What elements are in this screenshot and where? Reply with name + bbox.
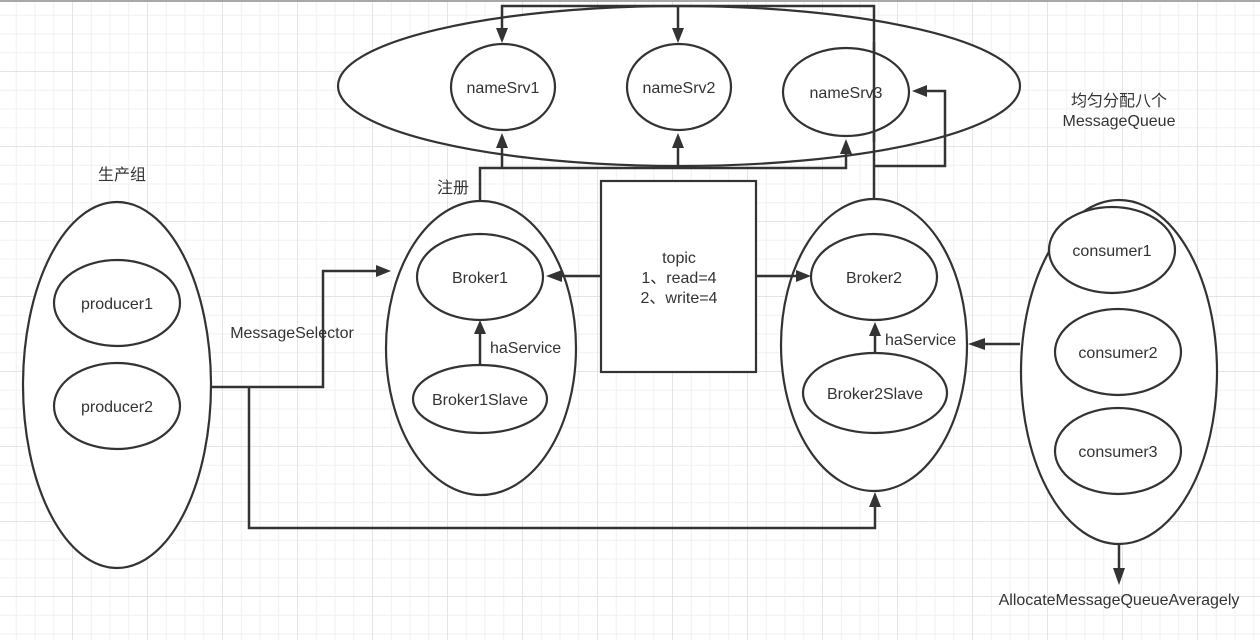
arrowhead-broker2-bottom xyxy=(869,492,881,507)
namesrv1-node[interactable]: nameSrv1 xyxy=(449,42,557,132)
namesrv1-label: nameSrv1 xyxy=(467,80,540,97)
producer1-label: producer1 xyxy=(81,296,153,313)
arrowhead-namesrv3-right xyxy=(912,85,927,97)
broker1slave-label: Broker1Slave xyxy=(432,392,528,409)
producer2-node[interactable]: producer2 xyxy=(52,361,182,451)
broker2-haservice-label: haService xyxy=(885,332,956,349)
arrowhead-namesrv2-top xyxy=(672,28,684,43)
broker1slave-ellipse[interactable] xyxy=(411,363,549,435)
edge-producer-to-broker1 xyxy=(212,269,378,389)
consumer-group-label-line1: 均匀分配八个 xyxy=(1071,91,1167,110)
broker1-haservice-label: haService xyxy=(490,340,561,357)
consumer1-ellipse[interactable] xyxy=(1047,205,1177,295)
namesrv3-ellipse[interactable] xyxy=(781,46,911,138)
arrowhead-namesrv2-bottom xyxy=(672,133,684,148)
namesrv3-label: nameSrv3 xyxy=(810,85,883,102)
topic-write-count: 2、write=4 xyxy=(641,290,718,307)
broker1slave-node[interactable]: Broker1Slave xyxy=(411,363,549,435)
arrowhead-namesrv3-bottom xyxy=(840,139,852,154)
arrowhead-namesrv1-top xyxy=(496,28,508,43)
broker2-node[interactable]: Broker2 xyxy=(809,232,939,322)
broker1-node[interactable]: Broker1 xyxy=(415,232,545,322)
topic-read-count: 1、read=4 xyxy=(641,270,716,287)
consumer1-node[interactable]: consumer1 xyxy=(1047,205,1177,295)
consumer1-label: consumer1 xyxy=(1072,243,1151,260)
namesrv3-node[interactable]: nameSrv3 xyxy=(781,46,911,138)
topic-box[interactable] xyxy=(599,179,758,374)
broker1-ellipse[interactable] xyxy=(415,232,545,322)
arrowhead-broker1-haservice xyxy=(474,320,486,334)
consumer3-ellipse[interactable] xyxy=(1053,406,1183,496)
broker1-label: Broker1 xyxy=(452,270,508,287)
broker2slave-node[interactable]: Broker2Slave xyxy=(801,351,949,435)
namesrv2-ellipse[interactable] xyxy=(625,42,733,132)
edge-producer-to-broker2 xyxy=(247,387,877,530)
arrowhead-broker1-topic xyxy=(546,270,562,282)
producer1-ellipse[interactable] xyxy=(52,258,182,348)
topic-title: topic xyxy=(662,250,696,267)
broker2slave-label: Broker2Slave xyxy=(827,386,923,403)
namesrv2-node[interactable]: nameSrv2 xyxy=(625,42,733,132)
arrowhead-namesrv1-bottom xyxy=(496,133,508,148)
arrowhead-allocate xyxy=(1113,568,1125,585)
broker2-ellipse[interactable] xyxy=(809,232,939,322)
producer2-ellipse[interactable] xyxy=(52,361,182,451)
producer-group-label: 生产组 xyxy=(98,165,146,184)
producer2-label: producer2 xyxy=(81,399,153,416)
producer1-node[interactable]: producer1 xyxy=(52,258,182,348)
arrowhead-broker2-topic xyxy=(796,270,811,282)
consumer2-label: consumer2 xyxy=(1078,345,1157,362)
consumer2-node[interactable]: consumer2 xyxy=(1053,307,1183,397)
broker2-label: Broker2 xyxy=(846,270,902,287)
register-label: 注册 xyxy=(437,178,469,197)
namesrv1-ellipse[interactable] xyxy=(449,42,557,132)
arrowhead-broker2-consumer xyxy=(968,338,985,350)
arrowhead-broker2-haservice xyxy=(869,322,881,336)
allocate-strategy-label: AllocateMessageQueueAveragely xyxy=(999,592,1240,609)
edge-broker2-to-namesrv3 xyxy=(874,89,947,168)
edge-broker1-register-bus xyxy=(478,152,848,201)
namesrv2-label: nameSrv2 xyxy=(643,80,716,97)
consumer2-ellipse[interactable] xyxy=(1053,307,1183,397)
message-selector-label: MessageSelector xyxy=(230,325,354,342)
consumer3-label: consumer3 xyxy=(1078,444,1157,461)
arrowhead-broker1-left xyxy=(376,265,391,277)
consumer3-node[interactable]: consumer3 xyxy=(1053,406,1183,496)
broker2slave-ellipse[interactable] xyxy=(801,351,949,435)
consumer-group-label-line2: MessageQueue xyxy=(1063,113,1176,130)
